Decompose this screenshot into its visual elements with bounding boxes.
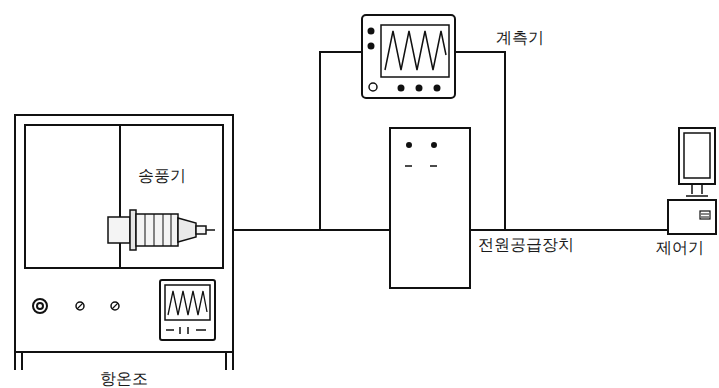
computer-illustration — [668, 128, 716, 234]
chamber-divider — [119, 125, 121, 268]
chamber-knob — [37, 303, 43, 309]
display-screen — [165, 285, 210, 320]
chamber-legs — [15, 352, 233, 370]
chamber-housing — [15, 115, 233, 352]
controller-node: 제어기 — [668, 128, 716, 234]
display-wave — [168, 291, 207, 315]
power-supply-node: 전원공급장치 — [390, 128, 470, 288]
meter-node: 계측기 — [362, 15, 455, 98]
meter-illustration — [362, 15, 455, 98]
chamber-display — [160, 280, 215, 340]
blower-illustration — [108, 210, 215, 250]
chamber-knob — [33, 299, 47, 313]
part-label: 제어기 — [646, 238, 714, 257]
part-label: 전원공급장치 — [478, 235, 618, 254]
power-supply-illustration — [390, 128, 470, 288]
part-label: 송풍기 — [108, 166, 215, 185]
chamber-window — [25, 125, 223, 268]
blower-node: 송풍기 — [108, 210, 215, 250]
wire — [215, 52, 362, 230]
part-label: 항온조 — [15, 369, 233, 388]
display-buttons — [166, 327, 206, 334]
part-label: 계측기 — [496, 28, 576, 47]
knob-mark — [77, 303, 118, 309]
wire — [455, 52, 668, 230]
chamber-node: 항온조송풍기 — [15, 115, 233, 352]
